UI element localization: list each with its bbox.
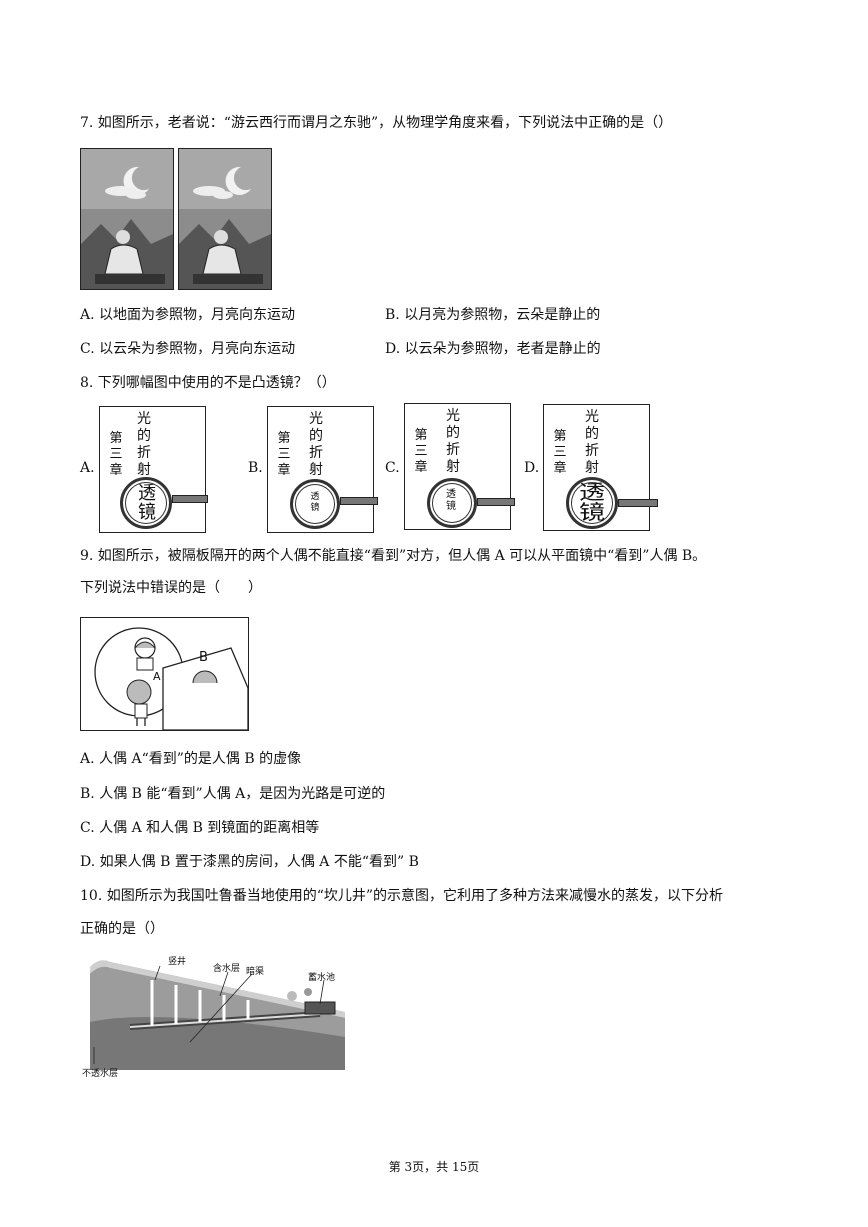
book-char: 的 (309, 428, 323, 444)
doll-b-label: B (199, 650, 208, 665)
old-man-moon-illustration-right (179, 149, 271, 289)
book-char: 折 (446, 442, 460, 458)
lens-char: 镜 (310, 503, 320, 513)
book-char: 三 (553, 445, 567, 460)
q7-option-c: C. 以云朵为参照物，月亮向东运动 (80, 341, 296, 357)
book-char: 光 (446, 408, 460, 424)
doll-a-label: A (153, 670, 161, 683)
q10-stem-line1: 10. 如图所示为我国吐鲁番当地使用的“坎儿井”的示意图，它利用了多种方法来减慢… (80, 888, 724, 904)
book-char: 折 (309, 445, 323, 461)
book-char: 折 (137, 445, 151, 461)
book-char: 光 (137, 411, 151, 427)
book-char: 三 (414, 444, 428, 459)
karez-label-pool: 蓄水池 (308, 973, 336, 983)
q9-stem-line2: 下列说法中错误的是（ ） (80, 580, 262, 596)
karez-label-aquifer: 含水层 (213, 964, 241, 974)
q7-option-b: B. 以月亮为参照物，云朵是静止的 (385, 307, 601, 323)
q8-choice-b-label: B. (248, 460, 263, 476)
karez-well-diagram (90, 960, 345, 1070)
q7-option-d: D. 以云朵为参照物，老者是静止的 (385, 341, 601, 357)
book-char: 三 (277, 447, 291, 462)
magnifier-handle (340, 497, 378, 505)
q10-stem-line2: 正确的是（） (80, 921, 164, 937)
magnifier-lens: 透 镜 (566, 477, 618, 529)
book-char: 的 (137, 428, 151, 444)
book-char: 第 (414, 428, 428, 443)
q7-figure-left (80, 148, 174, 290)
book-char: 射 (446, 459, 460, 475)
lens-char: 镜 (138, 502, 156, 523)
karez-label-impermeable: 不透水层 (82, 1069, 119, 1079)
q8-choice-d-label: D. (524, 460, 540, 476)
book-char: 三 (109, 447, 123, 462)
q8-stem: 8. 下列哪幅图中使用的不是凸透镜？（） (80, 375, 336, 391)
magnifier-handle (477, 498, 515, 506)
q7-stem: 7. 如图所示，老者说：“游云西行而谓月之东驰”，从物理学角度来看，下列说法中正… (80, 115, 673, 131)
q9-stem-line1: 9. 如图所示，被隔板隔开的两个人偶不能直接“看到”对方，但人偶 A 可以从平面… (80, 548, 707, 564)
lens-char: 镜 (446, 501, 456, 512)
lens-char: 透 (310, 492, 320, 502)
magnifier-lens: 透 镜 (120, 477, 172, 529)
karez-label-channel: 暗渠 (246, 967, 265, 977)
book-char: 的 (446, 425, 460, 441)
mirror-dolls-diagram (94, 627, 249, 731)
magnifier-lens: 透 镜 (290, 479, 340, 529)
lens-char: 透 (579, 480, 605, 504)
q9-option-c: C. 人偶 A 和人偶 B 到镜面的距离相等 (80, 820, 320, 836)
book-char: 射 (137, 462, 151, 478)
q8-choice-a-label: A. (80, 460, 95, 476)
q8-choice-a-book: 第 三 章 光 的 折 射 透 镜 (99, 406, 208, 533)
book-char: 射 (585, 460, 599, 476)
lens-char: 透 (138, 483, 156, 504)
book-char: 的 (585, 426, 599, 442)
book-char: 光 (585, 409, 599, 425)
book-char: 第 (553, 429, 567, 444)
lens-char: 透 (446, 489, 456, 500)
q8-choice-b-book: 第 三 章 光 的 折 射 透 镜 (267, 406, 378, 533)
book-char: 章 (414, 460, 428, 475)
q7-figure-right (178, 148, 272, 290)
q8-choice-c-label: C. (385, 460, 400, 476)
old-man-moon-illustration-left (81, 149, 173, 289)
book-char: 章 (277, 463, 291, 478)
book-char: 章 (553, 461, 567, 476)
book-char: 第 (277, 431, 291, 446)
lens-char: 镜 (579, 500, 605, 524)
book-char: 折 (585, 443, 599, 459)
magnifier-lens: 透 镜 (427, 478, 477, 528)
q9-option-d: D. 如果人偶 B 置于漆黑的房间，人偶 A 不能“看到” B (80, 854, 419, 870)
page-footer: 第 3页，共 15页 (388, 1160, 480, 1174)
q9-option-b: B. 人偶 B 能“看到”人偶 A，是因为光路是可逆的 (80, 786, 386, 802)
magnifier-handle (172, 495, 208, 503)
q9-figure: B A (80, 617, 249, 731)
book-char: 章 (109, 463, 123, 478)
book-char: 光 (309, 411, 323, 427)
karez-label-shaft: 竖井 (168, 957, 187, 967)
q8-choice-c-book: 第 三 章 光 的 折 射 透 镜 (404, 403, 515, 530)
book-char: 射 (309, 462, 323, 478)
book-char: 第 (109, 431, 123, 446)
q7-option-a: A. 以地面为参照物，月亮向东运动 (80, 307, 296, 323)
q9-option-a: A. 人偶 A“看到”的是人偶 B 的虚像 (80, 751, 302, 767)
q10-figure: 竖井 含水层 暗渠 蓄水池 不透水层 (80, 952, 350, 1082)
q8-choice-d-book: 第 三 章 光 的 折 射 透 镜 (543, 404, 658, 531)
magnifier-handle (618, 499, 658, 507)
